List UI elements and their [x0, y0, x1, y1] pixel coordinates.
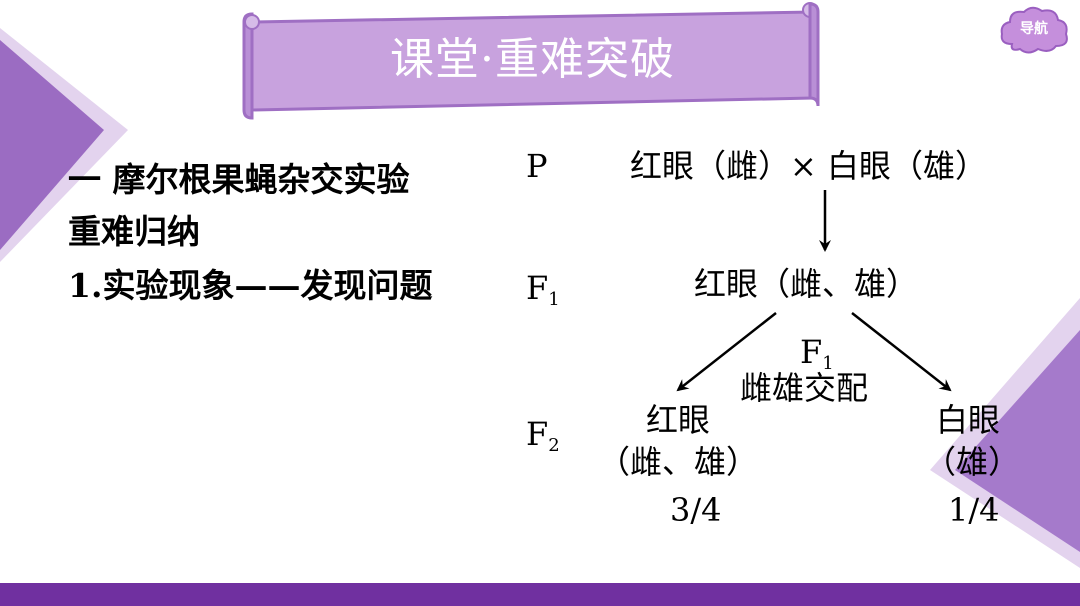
f2-left-ratio: 3/4	[670, 491, 722, 529]
p-cross-text: 红眼（雌）× 白眼（雄）	[630, 147, 987, 185]
title-banner	[242, 2, 820, 120]
f2-right-sex: （雄）	[924, 443, 1021, 481]
cross-text: 雌雄交配	[740, 369, 869, 407]
f2-left-phenotype: 红眼	[646, 401, 711, 439]
f2-label: F2	[526, 415, 560, 456]
nav-button[interactable]: 导航	[998, 4, 1070, 56]
nav-label: 导航	[1020, 21, 1048, 37]
f1-text: 红眼（雌、雄）	[694, 265, 919, 303]
cloud-icon	[1000, 6, 1068, 54]
arrow-f1-to-left	[676, 312, 777, 392]
subsection-title: 重难归纳	[68, 212, 200, 251]
arrow-f1-to-right	[851, 312, 952, 392]
cross-label: F1	[800, 333, 834, 374]
item-title: 1.实验现象——发现问题	[68, 266, 433, 305]
f2-right-ratio: 1/4	[948, 491, 1000, 529]
p-label: P	[526, 147, 548, 185]
f2-left-sex: （雌、雄）	[598, 443, 759, 481]
f1-label: F1	[526, 269, 560, 310]
f2-right-phenotype: 白眼	[936, 401, 1001, 439]
section-title: 一 摩尔根果蝇杂交实验	[68, 160, 410, 199]
bottom-bar	[0, 583, 1080, 606]
banner-title: 课堂·重难突破	[390, 34, 675, 85]
